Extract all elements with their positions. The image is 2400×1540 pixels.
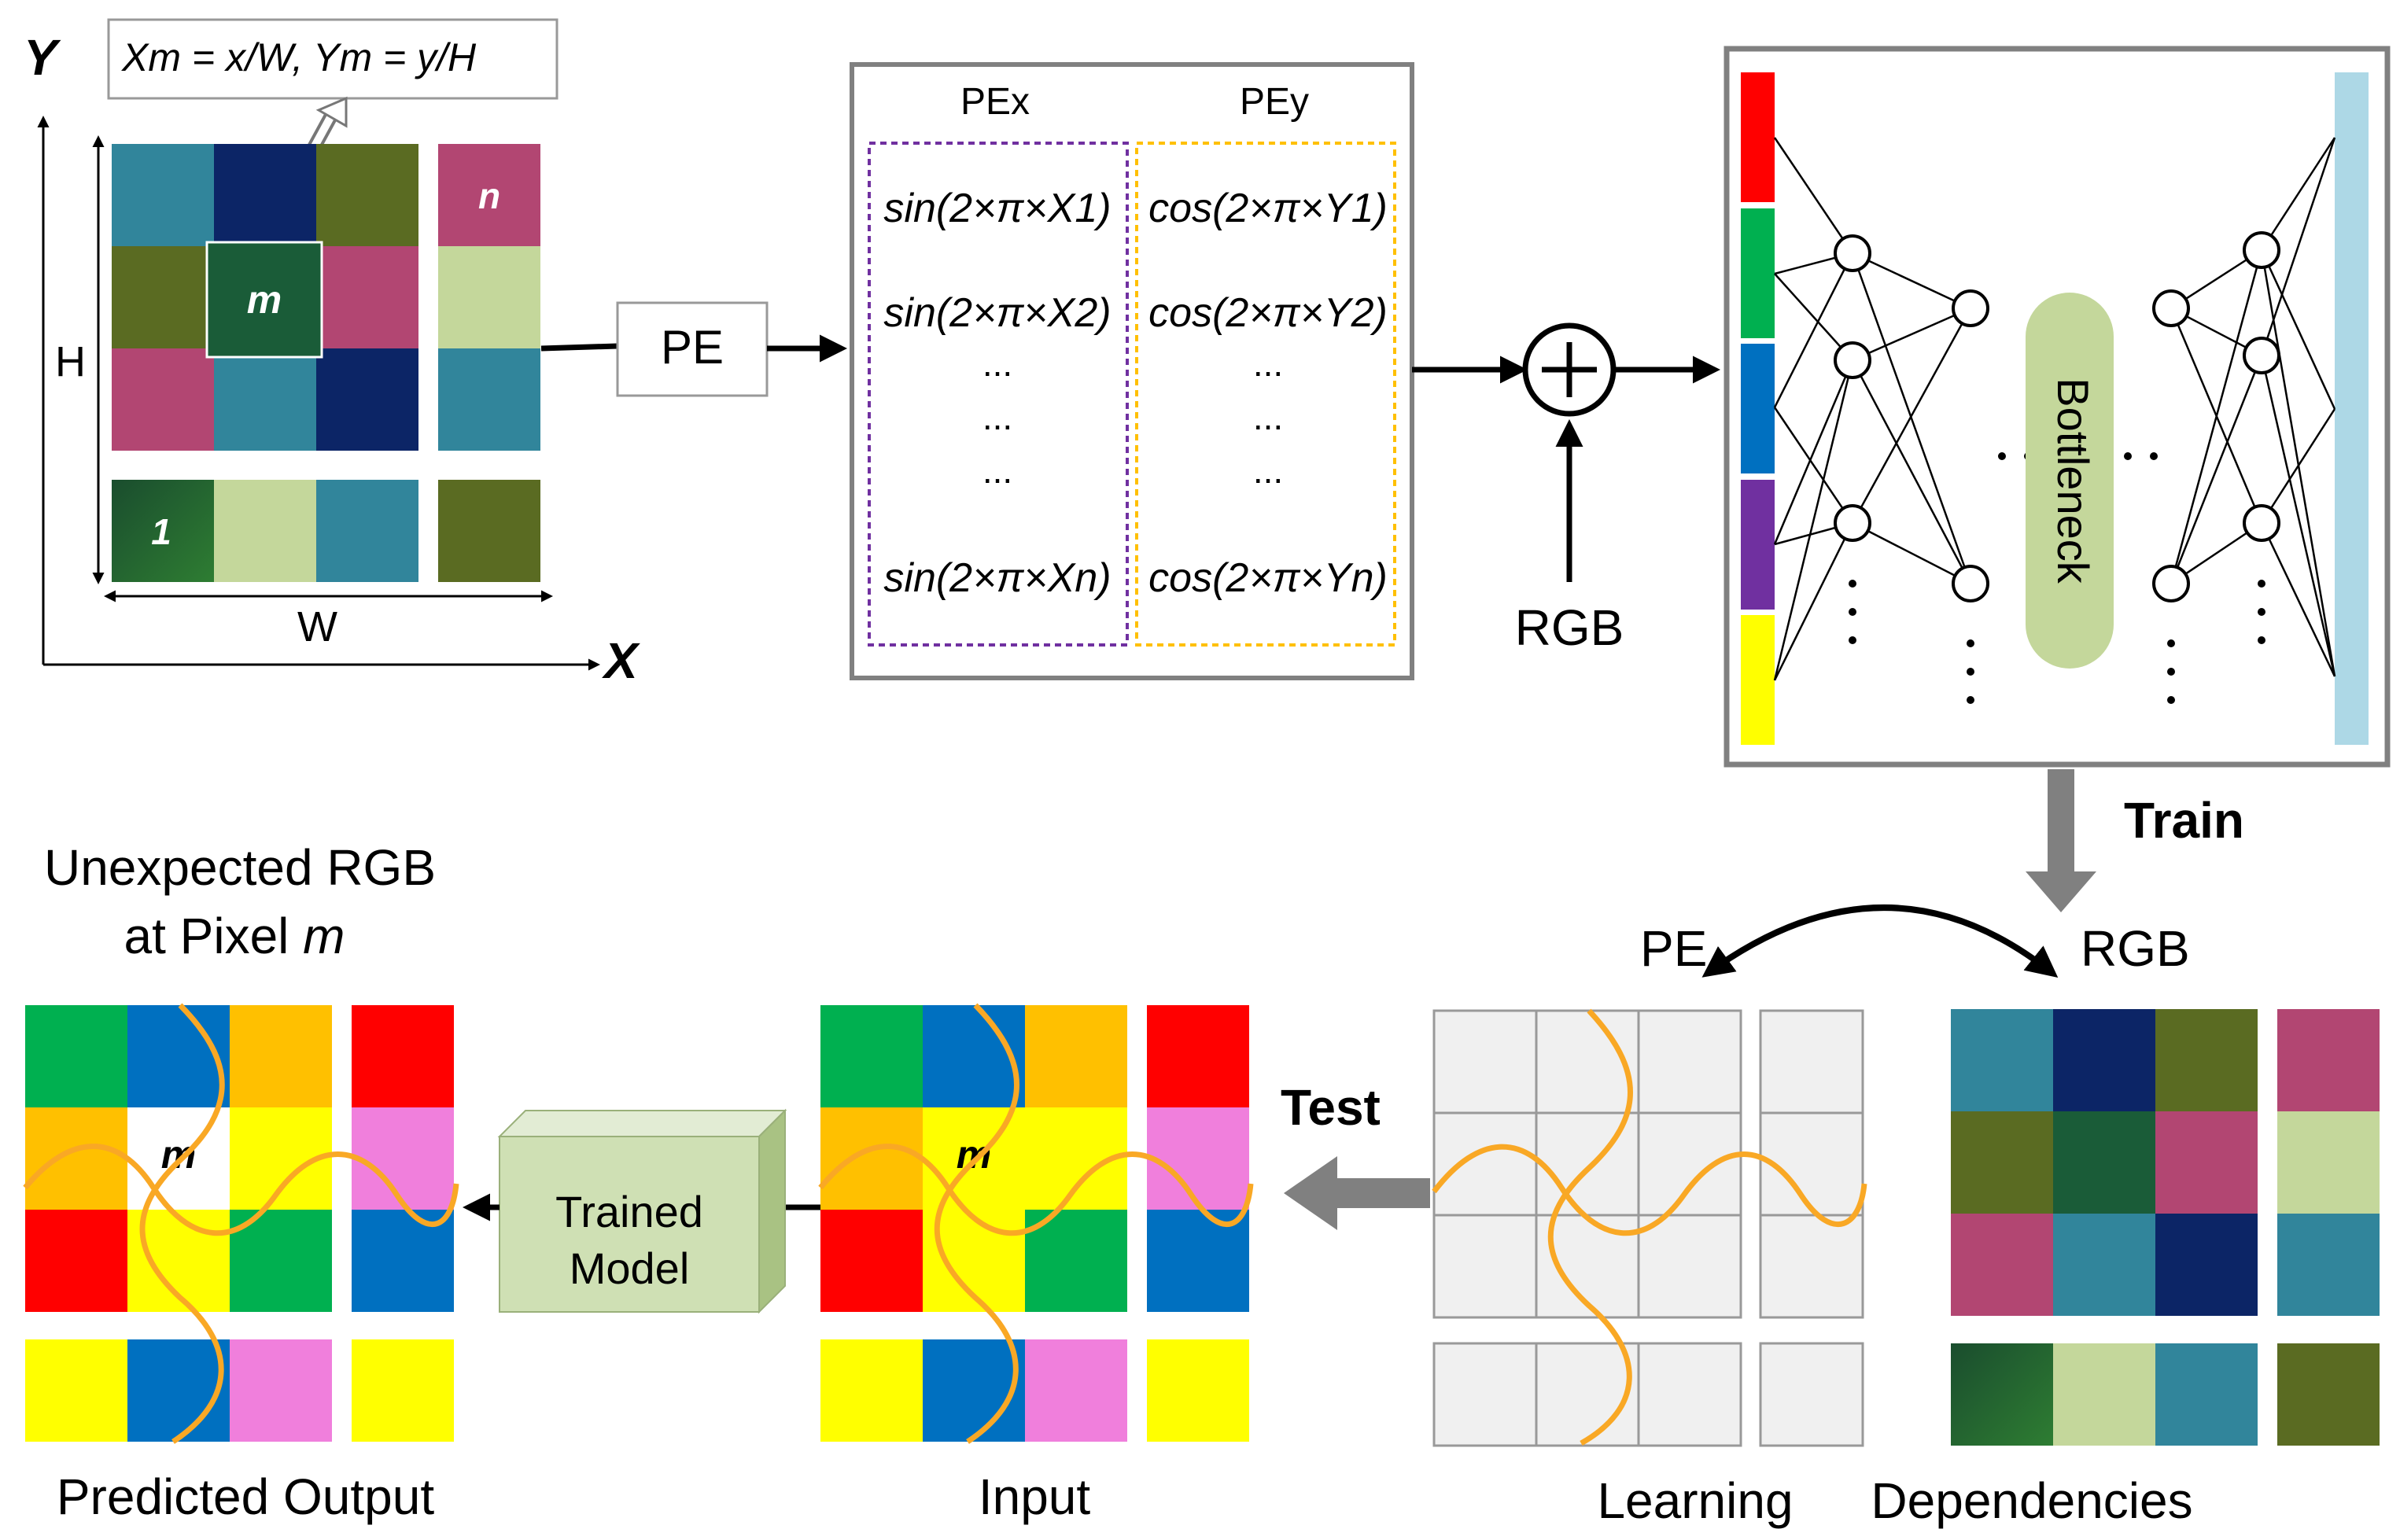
- rgb-grid: [1951, 1009, 2380, 1446]
- pey-dots-2: ...: [1253, 396, 1283, 437]
- train-label: Train: [2124, 792, 2244, 849]
- predicted-grid-waves: [23, 1003, 459, 1444]
- pixel-n-label: n: [478, 175, 500, 216]
- network-panel: Bottleneck: [1724, 46, 2391, 768]
- pey-row-2: cos(2×π×Y2): [1148, 290, 1388, 336]
- pey-row-1: cos(2×π×Y1): [1148, 186, 1388, 231]
- h-label: H: [55, 338, 86, 385]
- pey-dots-3: ...: [1253, 450, 1283, 491]
- input-grid: [820, 1005, 1249, 1442]
- pey-row-n: cos(2×π×Yn): [1148, 555, 1388, 601]
- pixel-m: [205, 241, 323, 359]
- test-label: Test: [1281, 1079, 1381, 1136]
- pe-box-label: PE: [661, 321, 724, 374]
- coordinate-panel: Y X H W Xm = x/W, Ym = y/H m: [24, 18, 640, 689]
- predicted-grid: [25, 1005, 454, 1442]
- unexpected-caption-1: Unexpected RGB: [44, 839, 436, 896]
- pex-dots-2: ...: [982, 396, 1012, 437]
- bottleneck-block: [2026, 293, 2114, 669]
- pe-dependency-label: PE: [1640, 920, 1707, 977]
- pe-box: [616, 301, 769, 397]
- trained-model-line-1: Trained: [555, 1187, 703, 1236]
- rgb-input-label: RGB: [1515, 599, 1624, 656]
- pex-row-2: sin(2×π×X2): [883, 290, 1111, 336]
- bottleneck-label: Bottleneck: [2048, 378, 2098, 584]
- rgb-dependency-label: RGB: [2081, 920, 2190, 977]
- input-caption: Input: [979, 1468, 1091, 1525]
- pixel-m-label: m: [247, 278, 282, 322]
- pex-header: PEx: [960, 81, 1030, 123]
- trained-model-block: [497, 1108, 787, 1314]
- train-arrow: [2026, 769, 2096, 912]
- pixel-1-label: 1: [151, 511, 171, 552]
- x-axis-label: X: [602, 632, 640, 689]
- pe-grid-waves: [1432, 1008, 1867, 1446]
- predicted-output-caption: Predicted Output: [57, 1468, 435, 1525]
- pixel-grid: m n 1: [112, 144, 540, 582]
- unexpected-caption-2: at Pixel m: [124, 908, 345, 964]
- dependencies-caption: Dependencies: [1871, 1472, 2192, 1529]
- pex-dots-3: ...: [982, 450, 1012, 491]
- learning-caption: Learning: [1597, 1472, 1793, 1529]
- input-grid-waves: [818, 1003, 1254, 1444]
- pey-header: PEy: [1240, 81, 1309, 123]
- pex-row-1: sin(2×π×X1): [883, 186, 1111, 231]
- pex-dots-1: ...: [982, 343, 1012, 384]
- predicted-m-label: m: [161, 1133, 196, 1177]
- test-arrow: [1284, 1156, 1430, 1230]
- formula-box: [107, 18, 559, 100]
- w-label: W: [297, 603, 337, 650]
- pe-table: PEx PEy sin(2×π×X1) sin(2×π×X2) ... ... …: [850, 62, 1414, 680]
- pex-row-n: sin(2×π×Xn): [883, 555, 1111, 601]
- formula-text: Xm = x/W, Ym = y/H: [121, 35, 477, 79]
- trained-model-line-2: Model: [570, 1243, 690, 1293]
- input-m-label: m: [957, 1133, 991, 1177]
- pey-dots-1: ...: [1253, 343, 1283, 384]
- y-axis-label: Y: [24, 29, 61, 86]
